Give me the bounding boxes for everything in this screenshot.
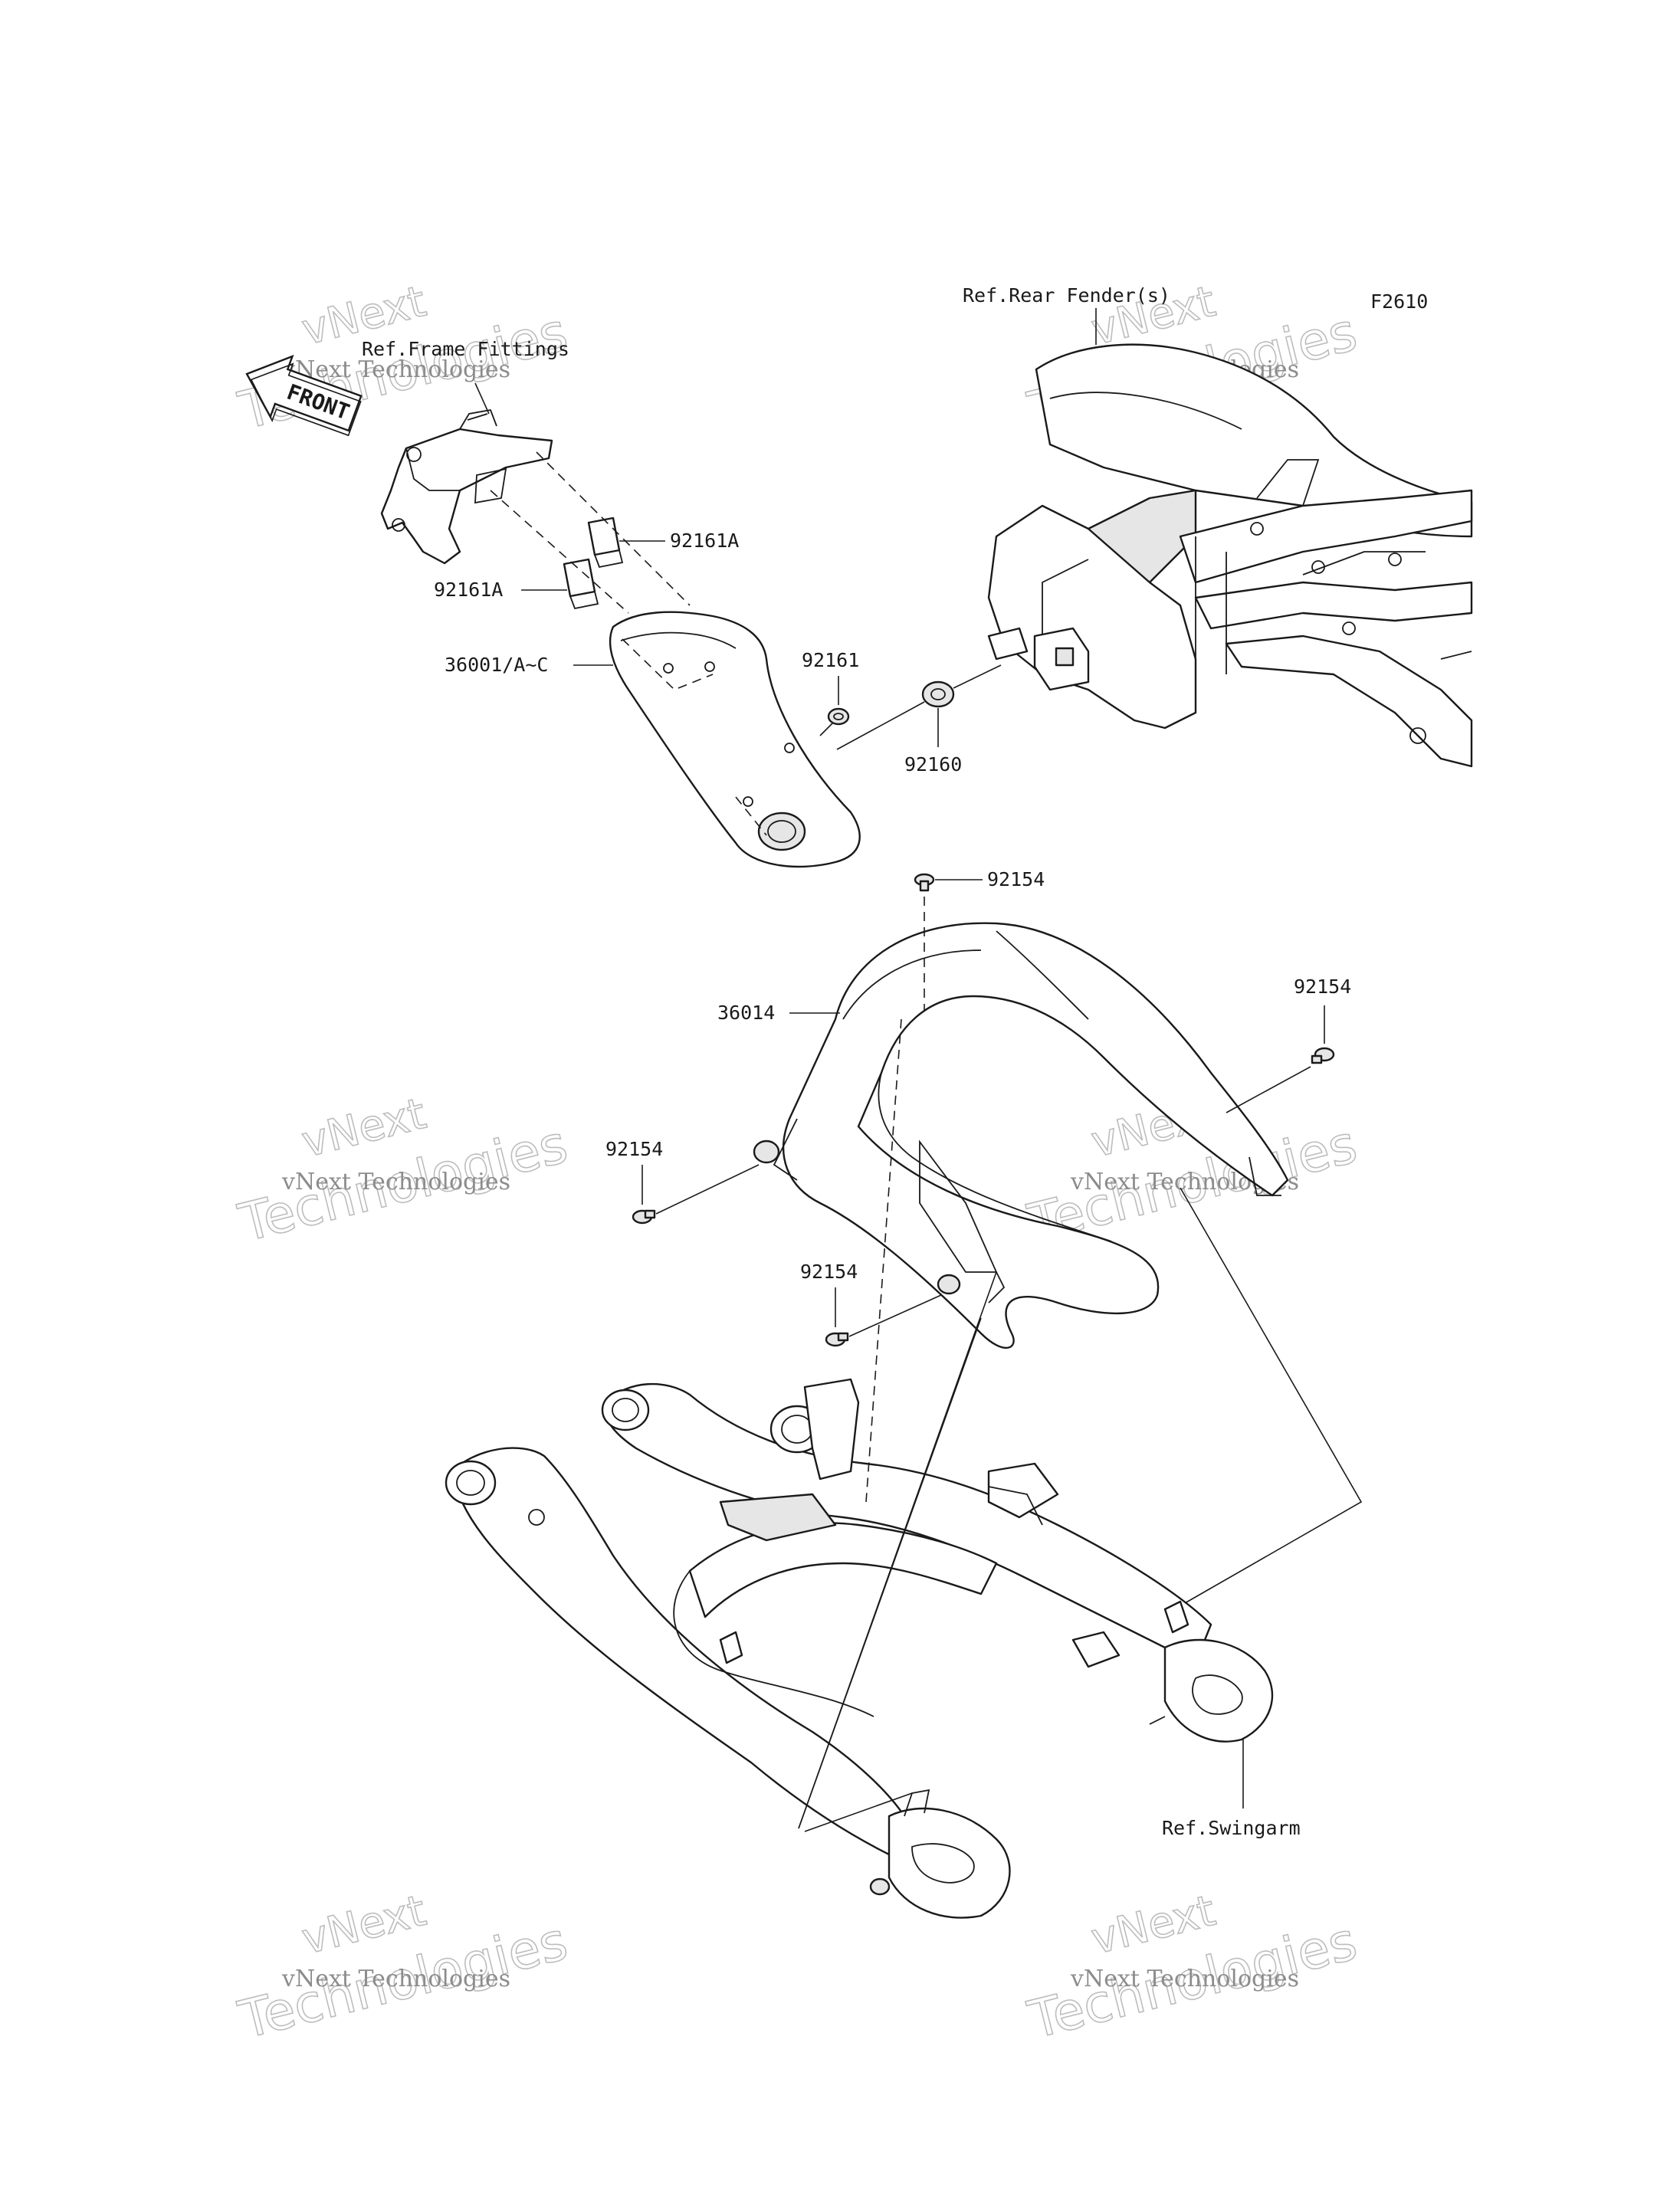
assembly-leader-lines xyxy=(798,1018,1363,1832)
label-36014: 36014 xyxy=(717,1002,775,1024)
label-92161: 92161 xyxy=(802,649,859,671)
label-36001: 36001/A~C xyxy=(445,654,548,676)
ref-swingarm: Ref.Swingarm xyxy=(1162,1817,1301,1839)
label-92154-right: 92154 xyxy=(1294,976,1351,998)
guide-line xyxy=(490,490,629,614)
swingarm xyxy=(445,1378,1274,1919)
washer-92161 xyxy=(819,676,850,736)
svg-text:vNext Technologies: vNext Technologies xyxy=(281,1966,510,1992)
watermark-bottom-left: vNext Technologies vNext Technologies xyxy=(232,1885,574,2051)
label-92154-left: 92154 xyxy=(605,1138,663,1160)
watermark-mid-left: vNext Technologies vNext Technologies xyxy=(232,1088,574,1254)
grommet-92160 xyxy=(836,664,1002,750)
bolt-92154-right xyxy=(1226,1005,1335,1113)
front-arrow-icon: FRONT xyxy=(245,354,363,437)
watermark-bottom-right: vNext Technologies vNext Technologies xyxy=(1022,1885,1363,2051)
bolt-92154-bottom xyxy=(825,1287,942,1347)
clip-92161a-top xyxy=(587,516,665,569)
ref-frame-fittings: Ref.Frame Fittings xyxy=(362,338,569,360)
rear-fender-assembly xyxy=(987,308,1473,768)
bolt-92154-top xyxy=(914,873,983,1012)
svg-text:vNext Technologies: vNext Technologies xyxy=(1070,1966,1299,1992)
clip-92161a-left xyxy=(521,558,599,610)
label-92154-top: 92154 xyxy=(987,868,1045,890)
label-92154-bottom: 92154 xyxy=(800,1261,858,1283)
side-cover-36001 xyxy=(573,611,861,868)
svg-text:vNext Technologies: vNext Technologies xyxy=(281,356,510,383)
diagram-code: F2610 xyxy=(1370,290,1428,313)
frame-fitting-bracket xyxy=(380,382,553,565)
label-92161a-top: 92161A xyxy=(670,530,739,552)
svg-text:vNext Technologies: vNext Technologies xyxy=(281,1169,510,1195)
label-92161a-left: 92161A xyxy=(434,579,503,601)
label-92160: 92160 xyxy=(904,753,962,776)
swingarm-cover-36014 xyxy=(753,922,1289,1349)
bolt-92154-left xyxy=(632,1164,760,1225)
guide-line xyxy=(536,451,691,606)
ref-rear-fender: Ref.Rear Fender(s) xyxy=(963,284,1170,307)
